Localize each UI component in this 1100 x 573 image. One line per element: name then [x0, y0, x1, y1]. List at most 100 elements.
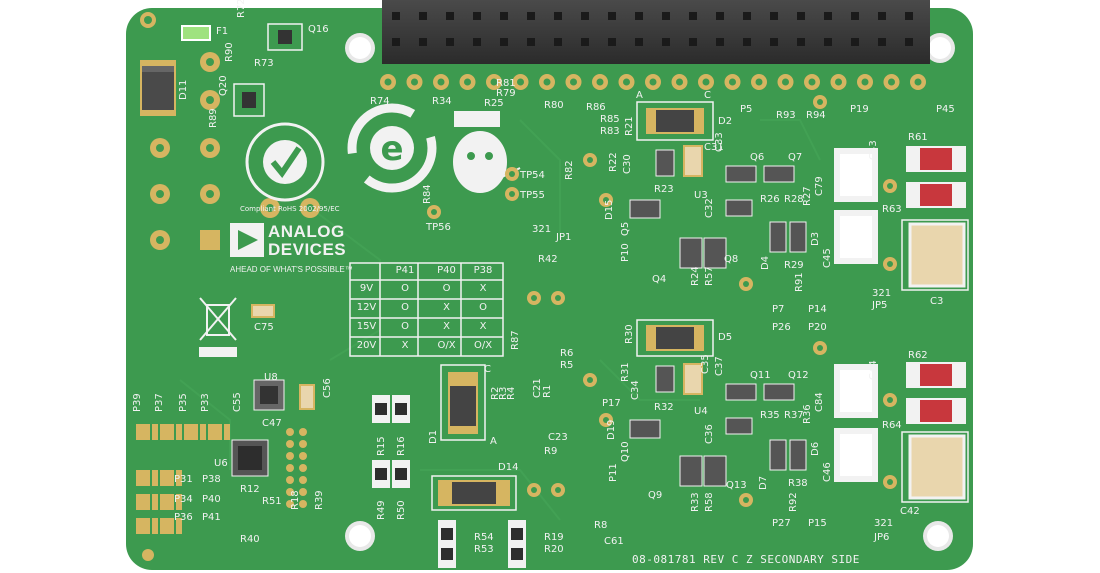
silk-label-r86: R86 — [586, 102, 606, 113]
silk-label-r38: R38 — [788, 478, 808, 489]
silk-label-r15: R15 — [376, 436, 387, 456]
silk-label-q4: Q4 — [652, 274, 666, 285]
silk-label-r34: R34 — [432, 96, 452, 107]
silk-label-p40: P40 — [202, 494, 221, 505]
silk-label-r40: R40 — [240, 534, 260, 545]
jumper-pads — [136, 424, 230, 534]
silk-label-c23: C23 — [548, 432, 568, 443]
connector-pin — [299, 440, 307, 448]
silk-label-r32: R32 — [654, 402, 674, 413]
silk-label-p36: P36 — [174, 512, 193, 523]
smd-component — [789, 439, 807, 471]
silk-label-r35: R35 — [760, 410, 780, 421]
silk-label-c31: C31 — [704, 142, 724, 153]
silk-label-r29: R29 — [784, 260, 804, 271]
silk-label-r84: R84 — [422, 184, 433, 204]
cap-c45 — [834, 210, 878, 264]
silk-label-r79: R79 — [496, 88, 516, 99]
connector-pin — [299, 452, 307, 460]
silk-label-r33: R33 — [690, 492, 701, 512]
silk-label-r6: R6 — [560, 348, 573, 359]
silk-label-c37: C37 — [714, 356, 725, 376]
silk-label-r92: R92 — [788, 492, 799, 512]
transistor-q20 — [233, 83, 265, 117]
silk-label-r23: R23 — [654, 184, 674, 195]
connector-pin — [286, 464, 294, 472]
diode-d14 — [431, 475, 517, 511]
silk-label-q11: Q11 — [750, 370, 771, 381]
cap-c44 — [834, 364, 878, 418]
silk-label-n321b: 321 — [872, 288, 891, 299]
silk-label-d19: D19 — [606, 420, 617, 440]
silk-label-c42: C42 — [900, 506, 920, 517]
silk-label-r21: R21 — [624, 116, 635, 136]
silk-label-r20: R20 — [544, 544, 564, 555]
jumper-pad — [160, 494, 174, 510]
silk-label-c45: C45 — [822, 248, 833, 268]
ic-u8 — [253, 379, 285, 411]
silk-label-r63: R63 — [882, 204, 902, 215]
jumper-pad — [136, 470, 150, 486]
silk-label-f1: F1 — [216, 26, 228, 37]
smd-component — [769, 439, 787, 471]
silk-label-u4: U4 — [694, 406, 708, 417]
silk-label-r39: R39 — [314, 490, 325, 510]
silk-label-p39: P39 — [132, 393, 143, 412]
silk-label-d15: D15 — [604, 200, 615, 220]
silk-label-q10: Q10 — [620, 441, 631, 462]
silk-label-r24: R24 — [690, 266, 701, 286]
silk-label-r72: R72 — [236, 0, 247, 18]
silk-label-r26: R26 — [760, 194, 780, 205]
silk-label-u8: U8 — [264, 372, 278, 383]
silk-label-r89: R89 — [208, 108, 219, 128]
silk-label-c43: C43 — [868, 140, 879, 160]
silk-label-r16: R16 — [396, 436, 407, 456]
connector-pin — [286, 452, 294, 460]
silk-label-c46: C46 — [822, 462, 833, 482]
diode-d11 — [140, 60, 176, 116]
silk-label-a_d1: A — [490, 436, 497, 447]
silk-label-r81: R81 — [496, 78, 516, 89]
silk-label-r94: R94 — [806, 110, 826, 121]
led-f1 — [181, 25, 211, 41]
smd-component — [725, 383, 757, 401]
silk-label-p19: P19 — [850, 104, 869, 115]
silk-label-p41: P41 — [202, 512, 221, 523]
silk-label-p10: P10 — [620, 243, 631, 262]
silk-label-r18: R18 — [290, 490, 301, 510]
silk-label-r12: R12 — [240, 484, 260, 495]
smd-component — [725, 199, 753, 217]
silk-label-r5: R5 — [560, 360, 573, 371]
jumper-pad — [160, 518, 174, 534]
silk-label-c47: C47 — [262, 418, 282, 429]
connector-pin — [286, 476, 294, 484]
silk-label-r4: R4 — [506, 387, 517, 400]
silk-label-r50: R50 — [396, 500, 407, 520]
silk-label-p34: P34 — [174, 494, 193, 505]
transistor-q16 — [267, 23, 303, 51]
analog-devices-logo — [230, 223, 264, 257]
silk-label-d14: D14 — [498, 462, 518, 473]
smd-component — [703, 455, 727, 487]
silk-label-d11: D11 — [178, 80, 189, 100]
silk-label-p45: P45 — [936, 104, 955, 115]
connector-pin-block — [286, 428, 307, 508]
silk-label-tp56: TP56 — [425, 222, 451, 233]
cap-c56 — [299, 384, 315, 410]
smd-component — [679, 455, 703, 487]
smd-component — [789, 221, 807, 253]
resistor-r63 — [906, 182, 966, 208]
smd-pads — [372, 395, 526, 568]
connector-pin — [299, 428, 307, 436]
mounting-holes — [140, 12, 955, 561]
silk-label-r37: R37 — [784, 410, 804, 421]
silk-label-q7: Q7 — [788, 152, 802, 163]
silk-label-r87: R87 — [510, 330, 521, 350]
silk-label-r28: R28 — [784, 194, 804, 205]
smd-component — [725, 417, 753, 435]
silk-label-u6: U6 — [214, 458, 228, 469]
silk-label-r51: R51 — [262, 496, 282, 507]
connector-pin — [286, 440, 294, 448]
silk-label-r27: R27 — [802, 186, 813, 206]
silk-label-d2: D2 — [718, 116, 732, 127]
